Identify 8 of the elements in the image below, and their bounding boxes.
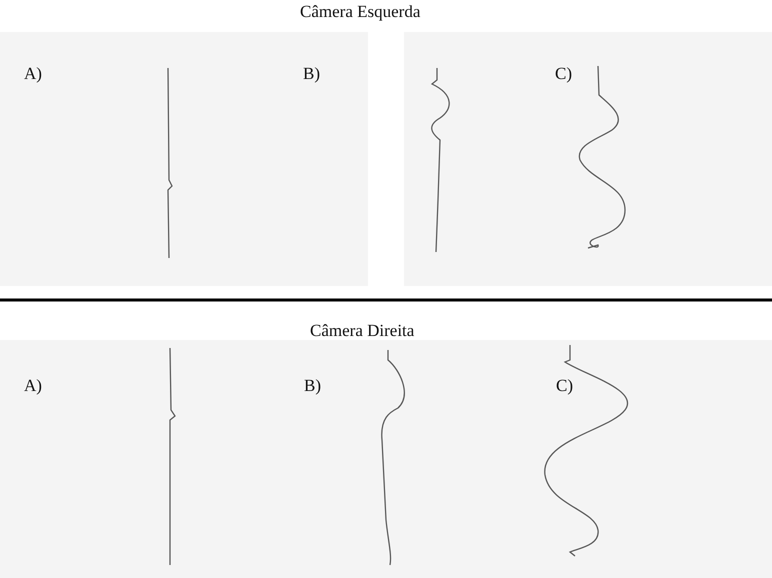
- panel-label: C): [556, 376, 573, 396]
- panel-label: C): [555, 64, 572, 84]
- panel-label: A): [24, 64, 42, 84]
- panel-label: A): [24, 376, 42, 396]
- panel-label: B): [303, 64, 320, 84]
- panel-title: Câmera Esquerda: [300, 2, 420, 22]
- panel-label: B): [304, 376, 321, 396]
- panel-title: Câmera Direita: [310, 321, 414, 341]
